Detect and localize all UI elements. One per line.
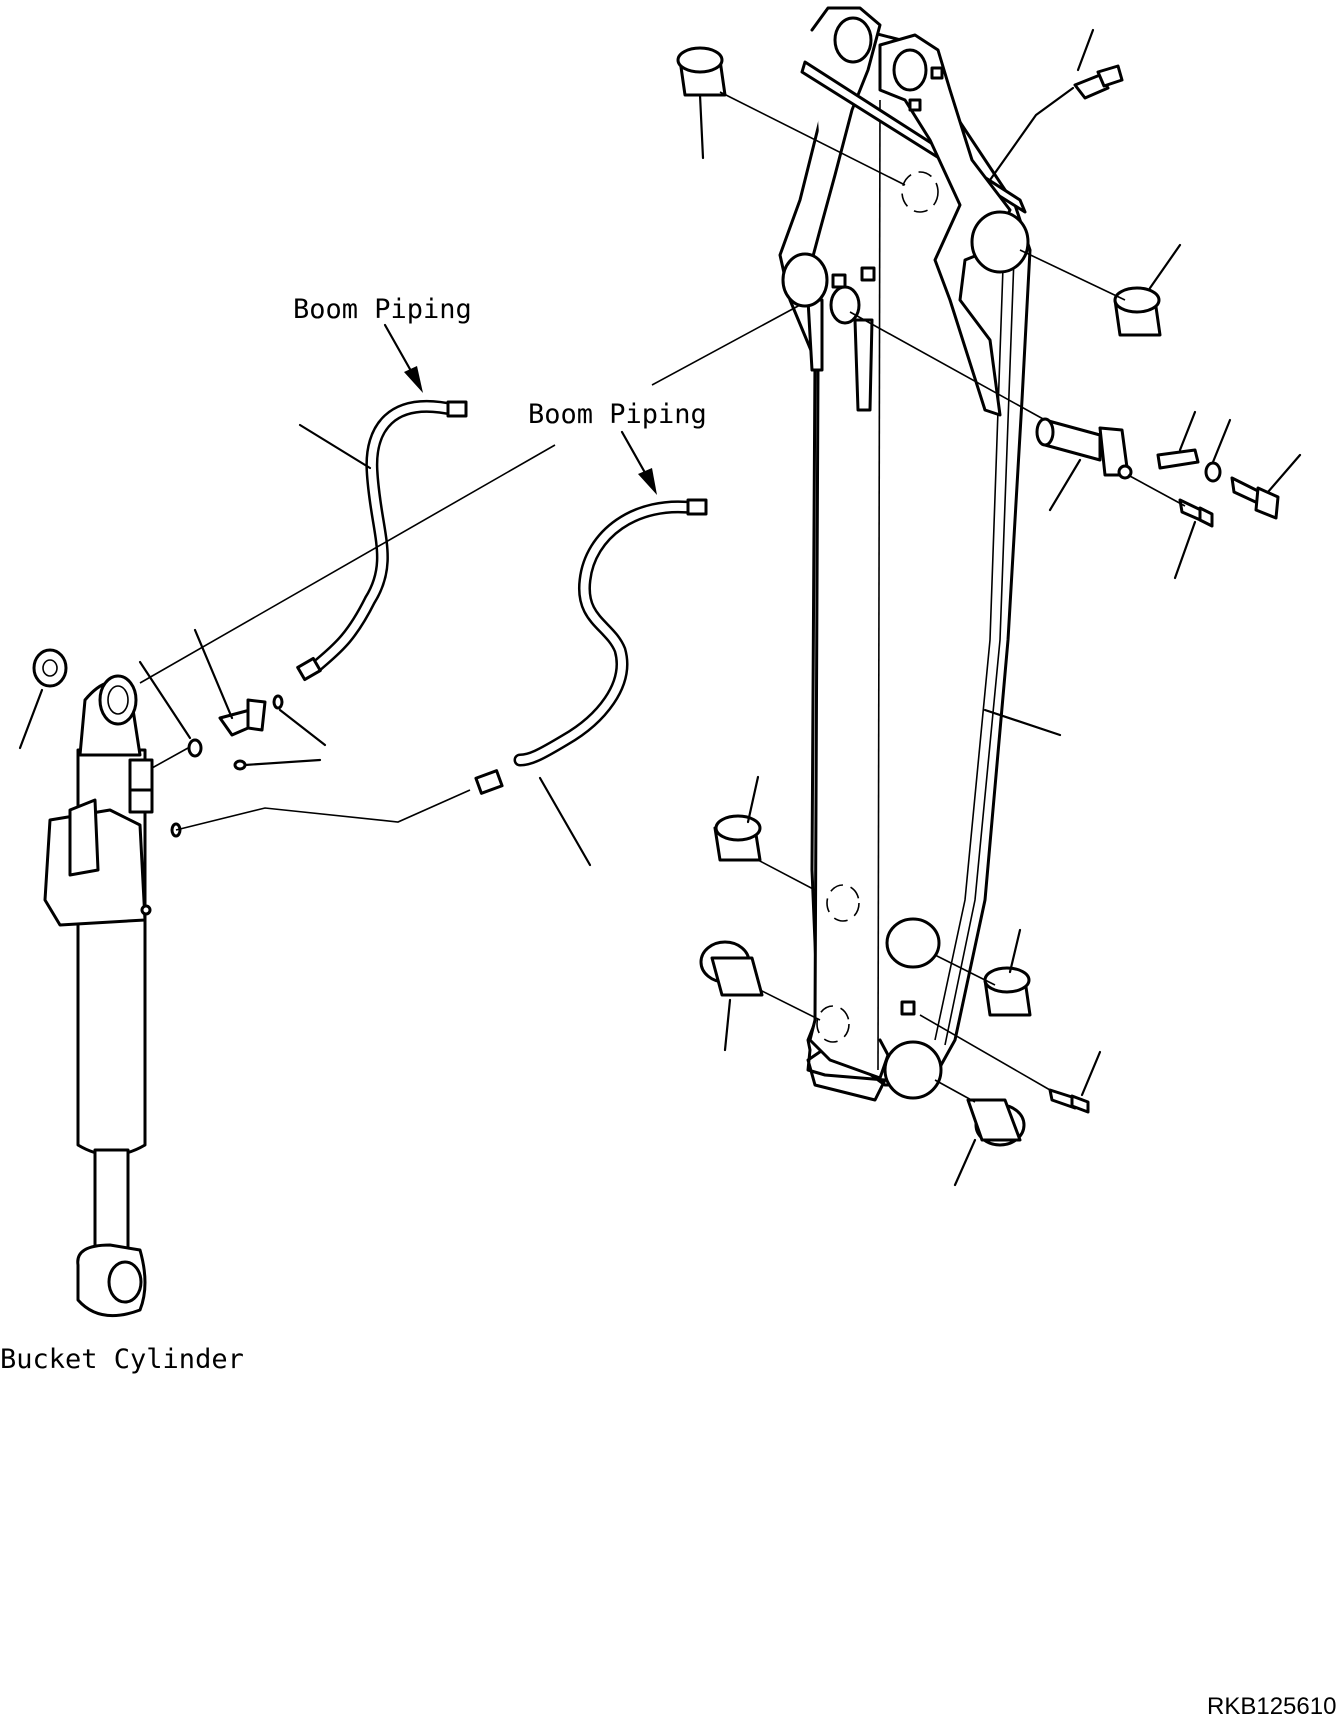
arm-right-boss: [970, 210, 1030, 274]
bucket-cylinder: [18, 444, 556, 1318]
arm-top-boss-left: [833, 16, 873, 64]
o-ring-1: [187, 738, 203, 758]
drawing-code: RKB125610: [1207, 1693, 1336, 1720]
bushing-top: [676, 46, 727, 97]
arm-grease-port-4: [930, 66, 944, 80]
arm-hidden-bore-low: [816, 1005, 850, 1043]
leader-bushing-right-low: [1008, 928, 1022, 974]
arrow-boom-piping-1: [383, 323, 417, 380]
assembly-line-bottom: [934, 1079, 976, 1103]
assembly-line-right-top: [1019, 249, 1126, 301]
bushing-flanged-left: [699, 940, 764, 997]
leader-washer: [1211, 418, 1232, 464]
arrow-head-2: [638, 468, 657, 495]
leader-pin: [1048, 458, 1082, 512]
arm-hidden-bore-mid: [826, 884, 860, 922]
assembly-line-top: [719, 91, 906, 186]
arm-assembly: [778, 6, 1032, 1102]
grease-fitting-mid: [1178, 498, 1214, 528]
assembly-line-left-mid: [757, 859, 816, 891]
arm-lower-tab-right: [853, 318, 874, 412]
label-boom-piping-1: Boom Piping: [293, 294, 472, 325]
washer: [32, 648, 68, 688]
assembly-line-cyl-hose: [175, 789, 471, 831]
label-bucket-cylinder: Bucket Cylinder: [0, 1344, 244, 1375]
cylinder-bracket: [68, 798, 100, 877]
cylinder-rod: [93, 1148, 130, 1262]
boom-piping-hose-2: [474, 498, 708, 867]
assembly-line-pin-2: [1127, 474, 1186, 507]
arm-low-boss-1: [885, 917, 941, 969]
cylinder-port-block: [128, 758, 154, 792]
arm-grease-port-3: [900, 1000, 916, 1016]
bolt: [1230, 476, 1280, 520]
leader-grease-top: [1076, 28, 1095, 72]
leader-bolt: [1266, 453, 1302, 494]
arm-right-edge: [934, 209, 1006, 1041]
leader-washer: [18, 688, 44, 750]
assembly-line-pin: [849, 311, 1046, 421]
assembly-line-right-low: [934, 954, 996, 986]
cylinder-head-bore-inner: [107, 685, 129, 715]
o-ring-5: [140, 904, 152, 916]
elbow-fitting-2: [246, 698, 267, 732]
leader-lock-plate: [1178, 410, 1197, 452]
leader-arm: [983, 708, 1062, 737]
arrow-head-1: [404, 366, 423, 393]
label-boom-piping-2: Boom Piping: [528, 399, 707, 430]
arm-grease-port-5: [908, 98, 922, 112]
lock-plate: [1156, 448, 1200, 470]
assembly-line-flanged-left: [759, 989, 821, 1021]
leader-flanged-left: [723, 998, 732, 1052]
arm-grease-port-1: [831, 273, 847, 289]
assembly-line-grease-low: [919, 1014, 1051, 1091]
boom-piping-hose-1: [296, 399, 468, 682]
grease-fitting-top: [1073, 64, 1124, 100]
arm-components: [651, 28, 1302, 1187]
bushing-left-mid: [713, 814, 762, 862]
grease-fitting-low: [1048, 1088, 1090, 1114]
bushing-flanged-bottom: [966, 1098, 1026, 1147]
arm-centre-edge: [877, 99, 881, 1071]
cylinder-head-bore: [98, 674, 138, 726]
pin-with-plate: [1035, 417, 1133, 480]
leader-o-ring-2: [278, 708, 327, 747]
leader-bushing-left-mid: [746, 775, 760, 824]
leader-grease-mid: [1173, 520, 1197, 580]
arm-mid-boss-2: [829, 285, 861, 325]
leader-bushing-top: [698, 93, 705, 160]
leader-o-ring-3: [243, 758, 322, 767]
washer-hole: [42, 659, 58, 677]
assembly-line-arm-to-hose: [651, 304, 801, 386]
arm-top-boss-right: [892, 48, 928, 92]
arm-grease-port-2: [860, 266, 876, 282]
leader-elbow: [193, 628, 234, 720]
leader-o-ring-1: [138, 660, 192, 740]
leader-bushing-bottom: [953, 1138, 977, 1187]
washer-small: [1204, 461, 1222, 483]
arm-lower-tab-left: [806, 298, 824, 372]
cylinder-rod-eye-bore: [107, 1260, 143, 1304]
leader-bushing-right-top: [1148, 243, 1182, 290]
cylinder-fitting: [128, 788, 154, 814]
assembly-line-cyl-top: [139, 444, 556, 684]
arrow-boom-piping-2: [620, 430, 650, 480]
leader-grease-low: [1080, 1050, 1102, 1097]
arm-mid-boss: [781, 252, 829, 308]
o-ring-2: [272, 694, 284, 710]
assembly-line-cyl-port: [151, 747, 189, 769]
bushing-right-top: [1113, 286, 1162, 337]
arm-low-boss-2: [883, 1040, 943, 1100]
leader-grease-top-2: [988, 86, 1075, 182]
callout-arrows: [383, 323, 657, 495]
arm-right-edge-2: [944, 229, 1016, 1046]
o-ring-3: [233, 759, 247, 771]
arm-left-plate: [808, 6, 890, 1080]
bushing-right-low: [983, 966, 1032, 1017]
arm-hidden-bore-top: [901, 171, 939, 213]
